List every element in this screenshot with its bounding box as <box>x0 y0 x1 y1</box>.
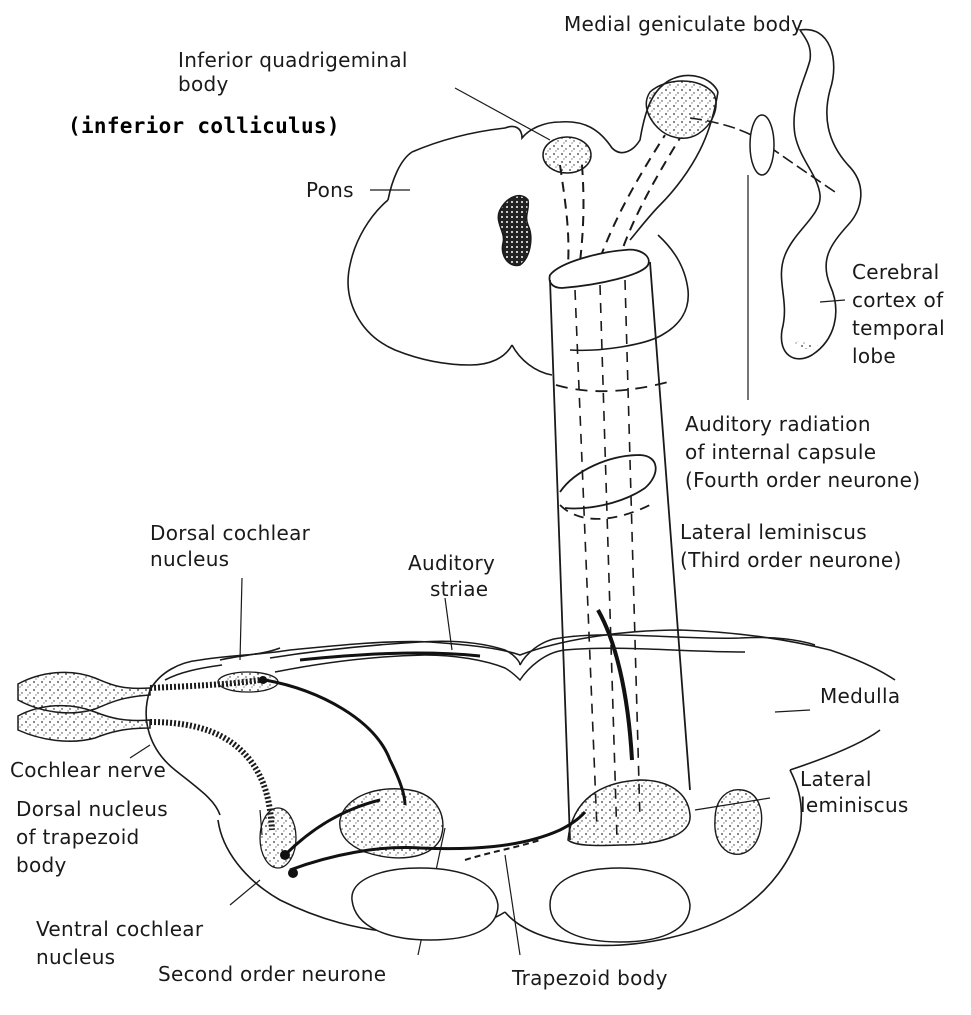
medial-geniculate-label: Medial geniculate body <box>564 12 803 36</box>
trapezoid-body-label: Trapezoid body <box>512 966 668 990</box>
dorsal-cochlear-nucleus-label: Dorsal cochlear nucleus <box>150 520 310 572</box>
lateral-lemniscus-upper-line-2: (Third order neurone) <box>680 546 902 574</box>
inferior-quadrigeminal-label: Inferior quadrigeminal body <box>178 48 408 96</box>
auditory-radiation-line-3: (Fourth order neurone) <box>685 466 920 494</box>
lateral-lemniscus-tube <box>550 250 691 840</box>
pons-label: Pons <box>306 178 354 202</box>
synapse-dot <box>280 850 290 860</box>
lateral-lemniscus-upper-label: Lateral leminiscus (Third order neurone) <box>680 518 902 574</box>
ventral-cochlear-nucleus-shape <box>260 808 296 868</box>
pyramid-right <box>550 868 690 942</box>
synapse-dot <box>288 868 298 878</box>
cerebral-cortex-line-1: Cerebral <box>852 258 945 286</box>
inferior-colliculus-label: (inferior colliculus) <box>68 114 340 138</box>
second-order-neurone-label: Second order neurone <box>158 962 386 986</box>
synapse-dot <box>259 676 267 684</box>
lateral-lemniscus-nucleus <box>568 780 690 845</box>
medial-geniculate-shape <box>646 81 716 138</box>
temporal-cortex-shape <box>781 30 860 359</box>
cerebral-cortex-line-4: lobe <box>852 342 945 370</box>
inferior-colliculus-shape <box>543 137 591 173</box>
cerebral-cortex-line-3: temporal <box>852 314 945 342</box>
lateral-lemniscus-lower-label: Lateral leminiscus <box>800 766 909 818</box>
cochlear-nerve-label: Cochlear nerve <box>10 758 166 782</box>
auditory-radiation-line-1: Auditory radiation <box>685 410 920 438</box>
auditory-striae-label: Auditory striae <box>408 550 495 602</box>
inferior-quadrigeminal-line-1: Inferior quadrigeminal <box>178 48 408 72</box>
lateral-lemniscus-lower-line-1: Lateral <box>800 766 909 792</box>
cerebral-aqueduct <box>498 196 531 266</box>
dorsal-trapezoid-line-3: body <box>16 851 168 879</box>
lateral-lemniscus-upper-line-1: Lateral leminiscus <box>680 518 902 546</box>
lateral-lemniscus-lower-line-2: leminiscus <box>800 792 909 818</box>
inferior-quadrigeminal-line-2: body <box>178 72 408 96</box>
auditory-striae <box>270 635 815 680</box>
cerebral-cortex-line-2: cortex of <box>852 286 945 314</box>
dorsal-trapezoid-line-1: Dorsal nucleus <box>16 795 168 823</box>
medulla-label: Medulla <box>820 684 900 708</box>
auditory-striae-line-1: Auditory <box>408 550 495 576</box>
ventral-cochlear-line-1: Ventral cochlear <box>36 915 203 943</box>
cerebral-cortex-label: Cerebral cortex of temporal lobe <box>852 258 945 370</box>
auditory-radiation-label: Auditory radiation of internal capsule (… <box>685 410 920 494</box>
dorsal-cochlear-line-2: nucleus <box>150 546 310 572</box>
dorsal-cochlear-line-1: Dorsal cochlear <box>150 520 310 546</box>
dorsal-trapezoid-label: Dorsal nucleus of trapezoid body <box>16 795 168 879</box>
trapezoid-crossing <box>465 840 540 860</box>
auditory-radiation-line-2: of internal capsule <box>685 438 920 466</box>
pyramid-left <box>352 868 498 940</box>
dorsal-trapezoid-line-2: of trapezoid <box>16 823 168 851</box>
auditory-striae-line-2: striae <box>408 576 495 602</box>
internal-capsule-shape <box>750 115 774 175</box>
olive-right <box>715 790 762 854</box>
